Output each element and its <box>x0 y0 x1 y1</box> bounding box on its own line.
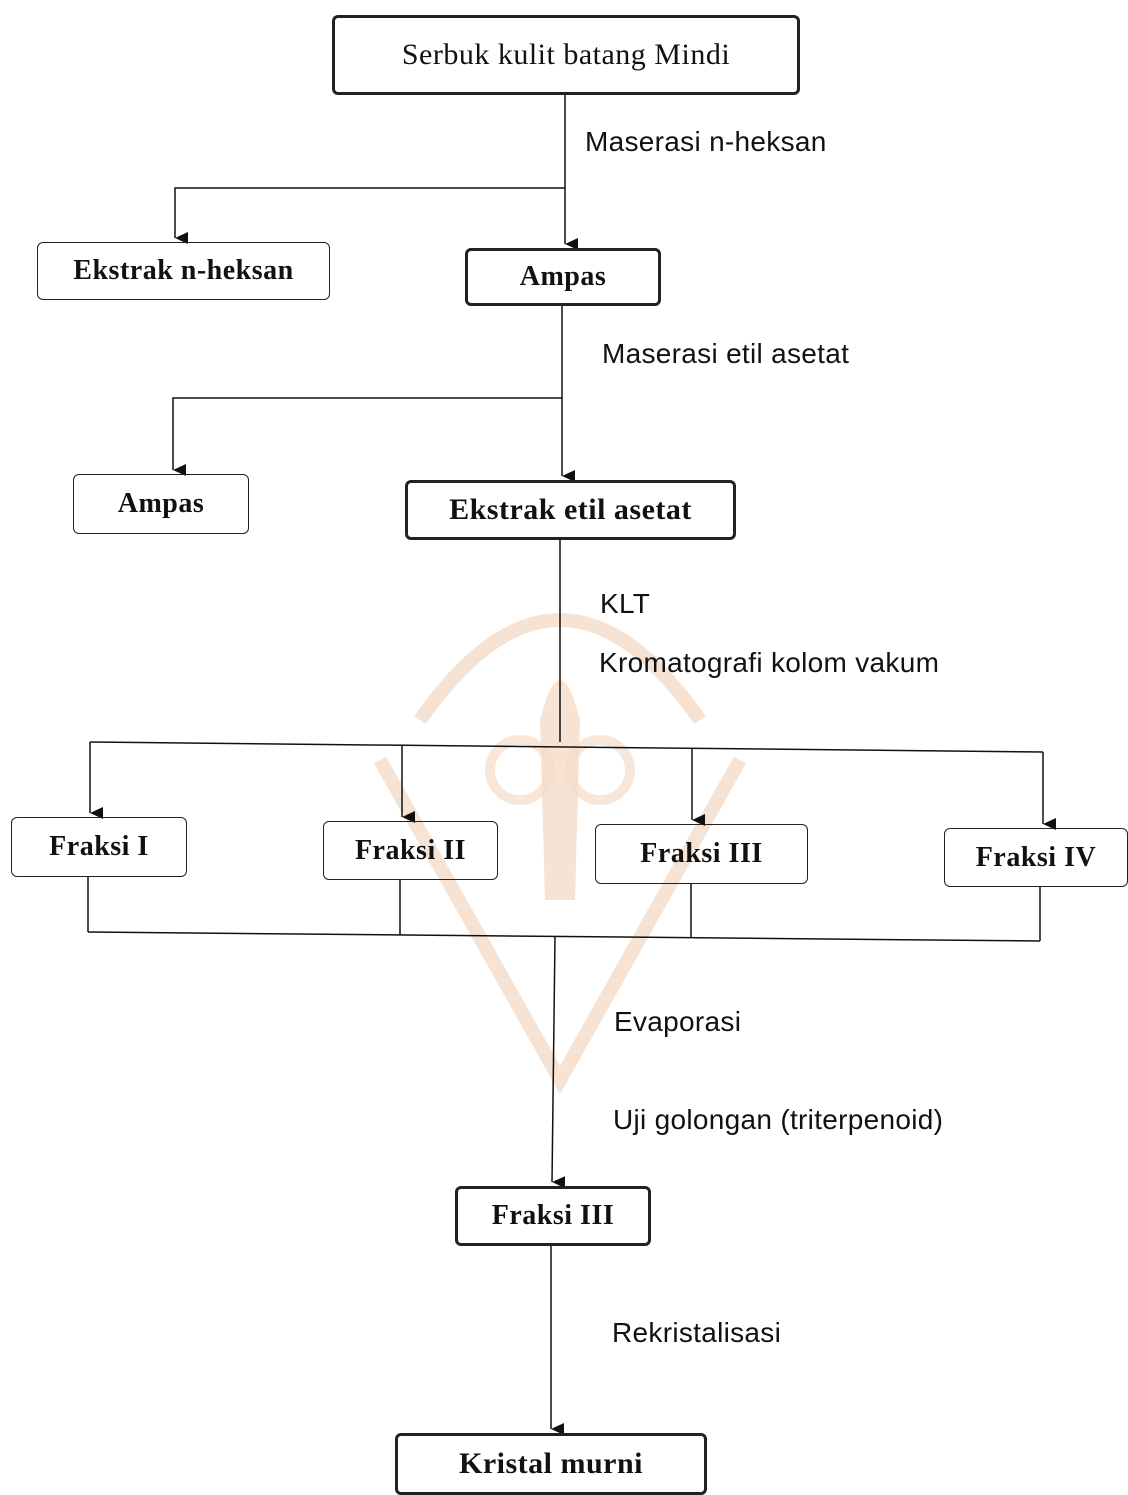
step-klt: KLT <box>600 588 651 619</box>
edge-collection-line <box>87 931 1041 942</box>
step-maserasi-n-heksan: Maserasi n-heksan <box>585 126 827 157</box>
node-fraksi-3: Fraksi III <box>595 824 808 884</box>
edge-to-ampas2 <box>172 397 562 476</box>
node-fraksi-4: Fraksi IV <box>944 828 1128 887</box>
node-fraksi-3-selected: Fraksi III <box>455 1186 651 1246</box>
node-fraksi-2: Fraksi II <box>323 821 498 880</box>
step-maserasi-etil-asetat: Maserasi etil asetat <box>602 338 850 369</box>
node-ampas-2: Ampas <box>73 474 249 534</box>
node-ampas-1: Ampas <box>465 248 661 306</box>
step-uji-golongan: Uji golongan (triterpenoid) <box>613 1104 944 1135</box>
node-serbuk-kulit-batang-mindi: Serbuk kulit batang Mindi <box>332 15 800 95</box>
edge-to-ekstrak-heksan <box>174 187 565 244</box>
node-ekstrak-etil-asetat: Ekstrak etil asetat <box>405 480 736 540</box>
edge-distribution-line <box>89 741 1044 753</box>
node-fraksi-1: Fraksi I <box>11 817 187 877</box>
step-evaporasi: Evaporasi <box>614 1006 742 1037</box>
node-kristal-murni: Kristal murni <box>395 1433 707 1495</box>
step-rekristalisasi: Rekristalisasi <box>612 1317 782 1348</box>
step-kromatografi-kolom-vakum: Kromatografi kolom vakum <box>599 647 940 678</box>
edge-to-fraksi3-selected <box>551 936 566 1189</box>
node-ekstrak-n-heksan: Ekstrak n-heksan <box>37 242 330 300</box>
